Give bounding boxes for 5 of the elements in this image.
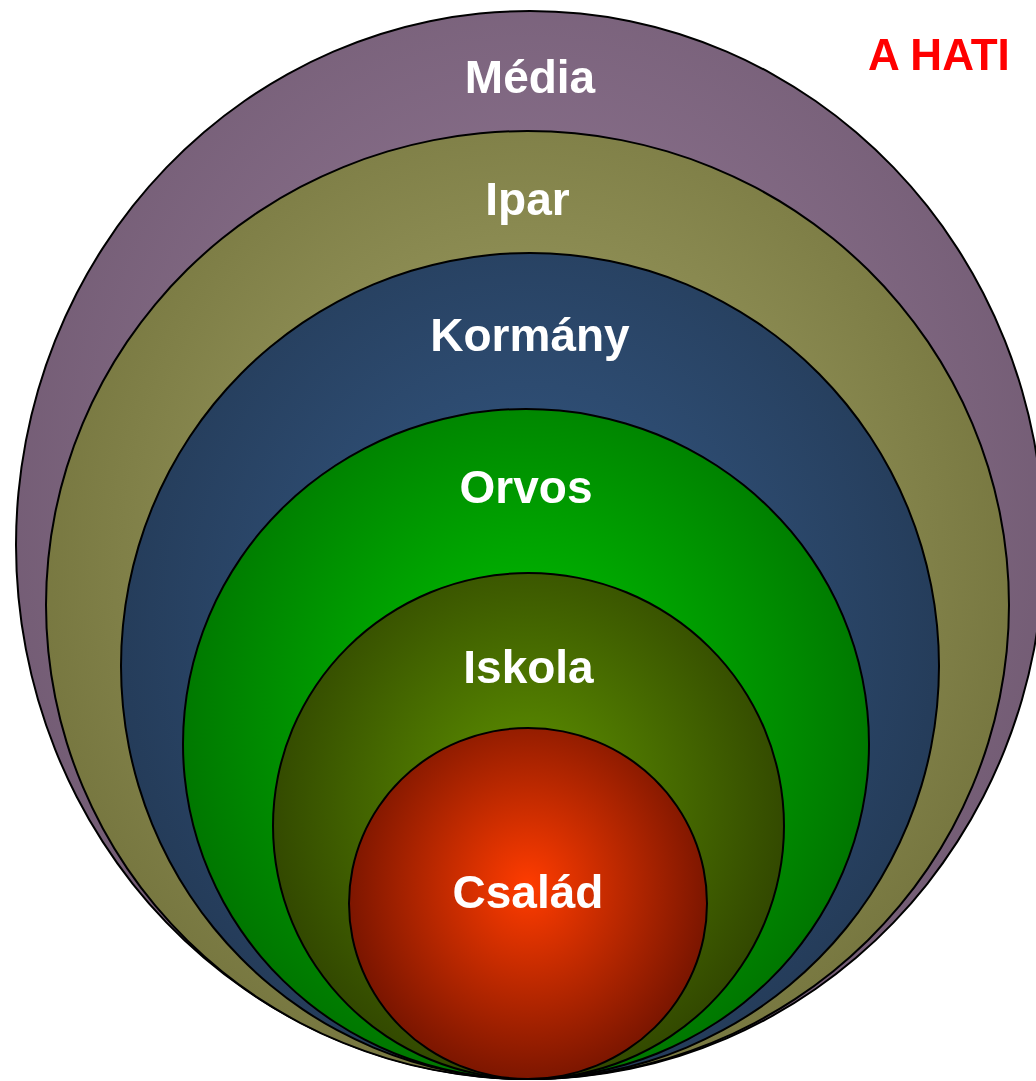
circle-label: Orvos — [459, 464, 593, 510]
circle-label: Média — [464, 54, 596, 100]
circle-label: Iskola — [463, 644, 594, 690]
title: A HATI — [868, 32, 1010, 78]
circle-label: Család — [452, 869, 604, 915]
